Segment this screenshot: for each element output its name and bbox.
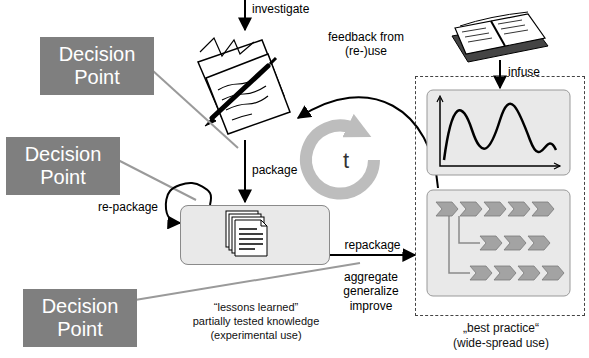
edge-label: re-package [96, 200, 160, 214]
decision-box: Decision Point [40, 37, 154, 95]
book-clipart [452, 12, 548, 62]
lessons-box: “lessons learned”partially tested knowle… [180, 205, 330, 265]
package-arrow [244, 140, 246, 202]
annotation-label: aggregate generalize improve [334, 270, 408, 313]
investigate-arrow [244, 0, 246, 30]
node-caption: partially tested knowledge (experimental… [166, 315, 346, 343]
infuse-arrow [499, 60, 501, 88]
annotation-label: feedback from (re-)use [326, 30, 406, 59]
annotation-label: infuse [508, 65, 540, 79]
decision-box: Decision Point [23, 289, 137, 347]
flow-arrow [330, 254, 415, 256]
annotation-label: package [252, 163, 297, 177]
flow-arrow [166, 183, 211, 223]
annotation-label: investigate [252, 2, 309, 16]
lessons-panel-fill [180, 205, 330, 265]
practice-region: „best practice“(wide-spread use) [415, 76, 585, 316]
decision-label: Decision Point [12, 143, 114, 189]
decision-box: Decision Point [6, 137, 120, 195]
node-caption: „best practice“ [416, 321, 586, 336]
decision-label: Decision Point [46, 43, 148, 89]
node-caption: “lessons learned” [166, 301, 346, 315]
decision-label: Decision Point [29, 295, 131, 341]
annotation-label: t [343, 150, 349, 172]
process-panel [427, 190, 570, 296]
time-cycle-arrow [306, 126, 374, 194]
notes-clipart [198, 38, 290, 134]
chart-panel [427, 90, 570, 175]
documents-icon [226, 211, 267, 256]
node-caption: (wide-spread use) [416, 336, 586, 351]
feedback-arrow [298, 97, 438, 188]
edge-label: repackage [342, 238, 402, 252]
